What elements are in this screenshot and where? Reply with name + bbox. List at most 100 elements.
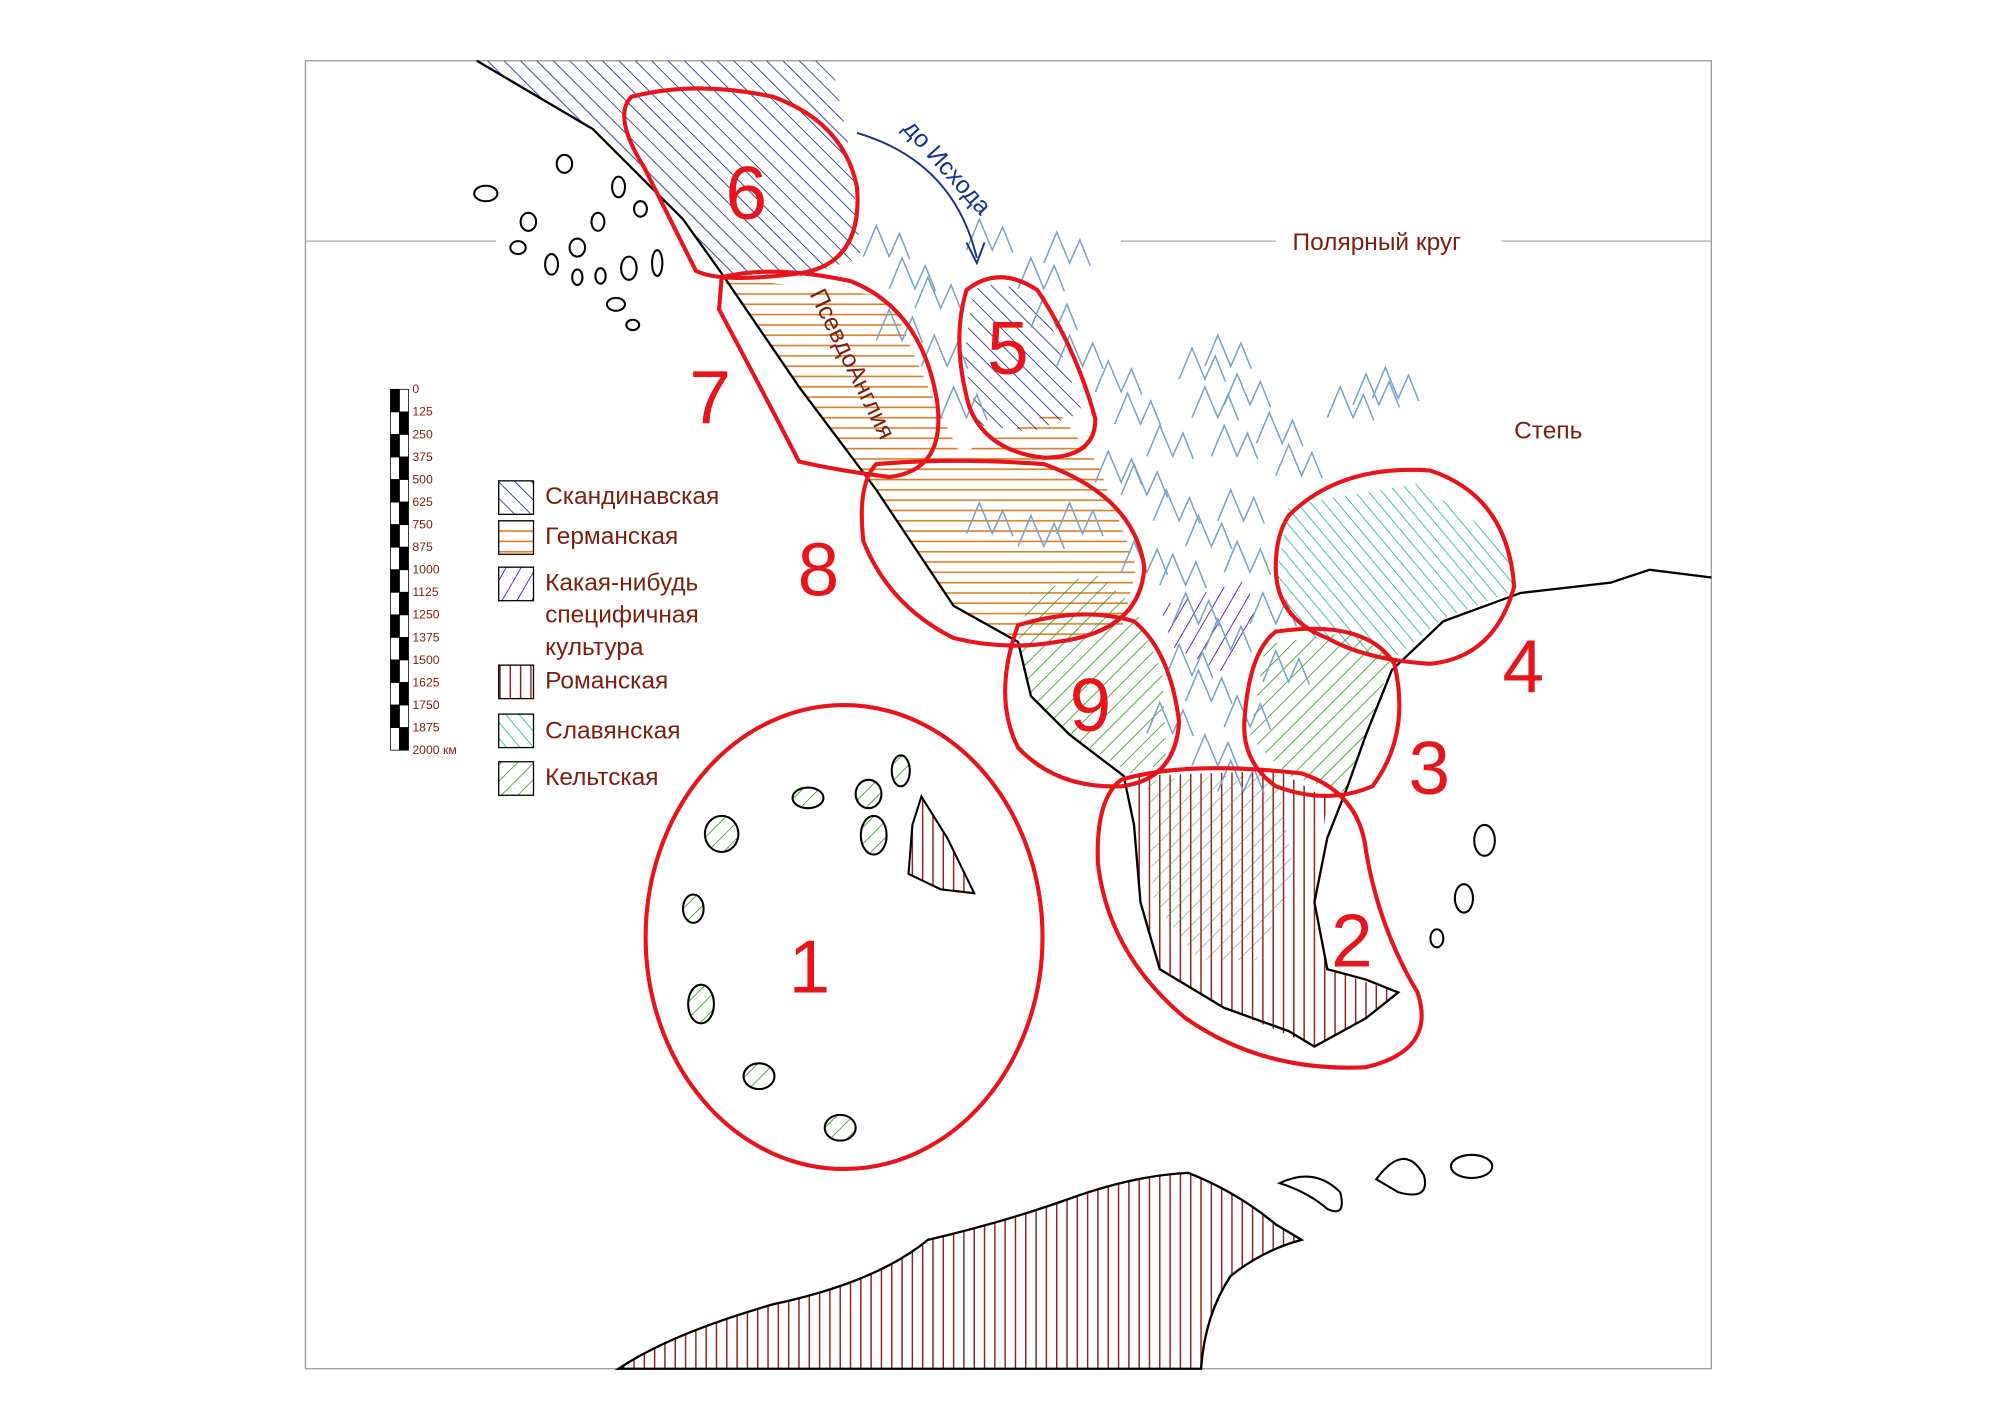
mountain-symbol bbox=[1094, 449, 1143, 485]
mountain-symbol bbox=[1184, 513, 1233, 550]
region-number-5: 5 bbox=[987, 306, 1029, 390]
scale-segment bbox=[390, 524, 400, 548]
scale-segment bbox=[399, 434, 409, 458]
scale-segment bbox=[390, 501, 400, 526]
mountain-symbol bbox=[1275, 442, 1323, 479]
romance-southern-land bbox=[614, 1171, 1305, 1370]
region-1-outline bbox=[643, 703, 1045, 1172]
mountain-symbol bbox=[1146, 423, 1195, 460]
mountain-symbol bbox=[862, 223, 911, 260]
mountain-symbol bbox=[1191, 732, 1240, 769]
legend-item-germanic: Германская bbox=[498, 520, 678, 555]
mountain-symbol bbox=[914, 275, 963, 312]
legend: Скандинавская Германская Какая-нибудь сп… bbox=[498, 480, 719, 796]
region-number-8: 8 bbox=[798, 528, 840, 612]
celtic-area-west bbox=[1018, 573, 1167, 776]
celtic-overlay-romance bbox=[1146, 773, 1296, 961]
scandinavian-area-5 bbox=[963, 284, 1083, 432]
scale-segment bbox=[399, 727, 409, 751]
western-islands bbox=[681, 754, 976, 1142]
celtic-area-east bbox=[1250, 631, 1392, 793]
scale-tick-label: 750 bbox=[412, 518, 433, 532]
scale-segment bbox=[399, 569, 409, 593]
scale-tick-label: 1375 bbox=[412, 630, 439, 644]
scale-segment bbox=[390, 591, 400, 616]
legend-label: Славянская bbox=[545, 718, 680, 745]
scale-segment bbox=[399, 591, 409, 616]
mountain-symbol bbox=[1204, 616, 1253, 653]
scale-segment bbox=[399, 659, 409, 683]
scale-segment bbox=[399, 411, 409, 435]
mountain-symbol bbox=[1113, 391, 1162, 428]
region-5-outline bbox=[957, 275, 1098, 460]
mountain-symbol bbox=[1204, 333, 1253, 370]
mountain-symbol bbox=[1217, 758, 1265, 795]
scale-tick-label: 250 bbox=[412, 427, 433, 441]
region-8-outline bbox=[859, 458, 1147, 648]
region-6-outline bbox=[622, 86, 860, 281]
exodus-arrow bbox=[856, 131, 986, 266]
legend-label: культура bbox=[545, 634, 644, 661]
polar-circle-label: Полярный круг bbox=[1293, 229, 1462, 256]
region-number-9: 9 bbox=[1070, 663, 1112, 747]
mountain-symbol bbox=[1210, 423, 1259, 460]
scale-segment bbox=[399, 479, 409, 503]
scale-segment bbox=[399, 614, 409, 638]
eastern-islands bbox=[1276, 823, 1496, 1213]
scale-segment bbox=[390, 704, 400, 729]
scale-tick-label: 500 bbox=[412, 472, 433, 486]
scale-segment bbox=[399, 501, 409, 526]
mountain-symbol bbox=[1043, 230, 1091, 266]
mountain-symbol bbox=[1326, 384, 1375, 421]
legend-label: Скандинавская bbox=[545, 483, 719, 510]
mountain-symbol bbox=[888, 255, 937, 292]
region-9-outline bbox=[1003, 612, 1182, 789]
scale-bar: 0125250375500625750875100011251250137515… bbox=[390, 382, 457, 757]
mountain-symbol bbox=[1094, 358, 1143, 395]
region-number-6: 6 bbox=[726, 151, 768, 235]
mountain-symbol bbox=[875, 307, 924, 344]
scale-segment bbox=[390, 659, 400, 683]
scale-tick-label: 125 bbox=[412, 405, 433, 419]
mountain-symbol bbox=[1055, 500, 1104, 537]
scale-segment bbox=[399, 704, 409, 729]
mountain-symbol bbox=[1178, 346, 1227, 382]
mountain-symbol bbox=[1120, 462, 1169, 498]
mountain-symbol bbox=[1171, 590, 1220, 627]
scale-segment bbox=[390, 388, 400, 413]
steppe-label: Степь bbox=[1514, 417, 1582, 444]
mountain-symbol bbox=[1184, 668, 1233, 705]
scale-segment bbox=[399, 388, 409, 413]
mountain-symbol bbox=[1262, 648, 1310, 685]
mountain-symbol bbox=[1223, 694, 1272, 730]
scale-tick-label: 1000 bbox=[412, 563, 439, 577]
region-number-2: 2 bbox=[1331, 899, 1373, 983]
legend-item-scandinavian: Скандинавская bbox=[498, 480, 719, 515]
scale-tick-label: 1500 bbox=[412, 653, 439, 667]
mountain-symbol bbox=[1223, 539, 1272, 576]
scale-segment bbox=[399, 456, 409, 480]
mountain-ranges bbox=[862, 217, 1420, 795]
mountain-symbol bbox=[1165, 642, 1214, 679]
legend-item-specific-culture: Какая-нибудь специфичная культура bbox=[498, 566, 699, 661]
mountain-symbol bbox=[940, 384, 988, 421]
scale-tick-label: 875 bbox=[412, 540, 433, 554]
region-number-1: 1 bbox=[789, 924, 831, 1008]
scale-segment bbox=[390, 479, 400, 503]
northern-islands bbox=[473, 153, 664, 332]
legend-item-romance: Романская bbox=[498, 664, 668, 700]
scale-tick-label: 375 bbox=[412, 450, 433, 464]
mountain-symbol bbox=[1146, 700, 1195, 737]
scale-segment bbox=[399, 524, 409, 548]
mountain-symbol bbox=[1371, 365, 1420, 402]
mountain-symbol bbox=[1223, 371, 1272, 408]
region-7-outline bbox=[716, 269, 941, 480]
scale-tick-label: 0 bbox=[412, 382, 419, 396]
region-2-outline bbox=[1095, 766, 1424, 1070]
scale-tick-label: 1125 bbox=[412, 585, 439, 599]
region-number-3: 3 bbox=[1409, 726, 1451, 810]
scale-segment bbox=[390, 614, 400, 638]
mountain-symbol bbox=[1191, 384, 1240, 421]
mountain-symbol bbox=[1159, 552, 1207, 589]
scale-segment bbox=[399, 637, 409, 661]
